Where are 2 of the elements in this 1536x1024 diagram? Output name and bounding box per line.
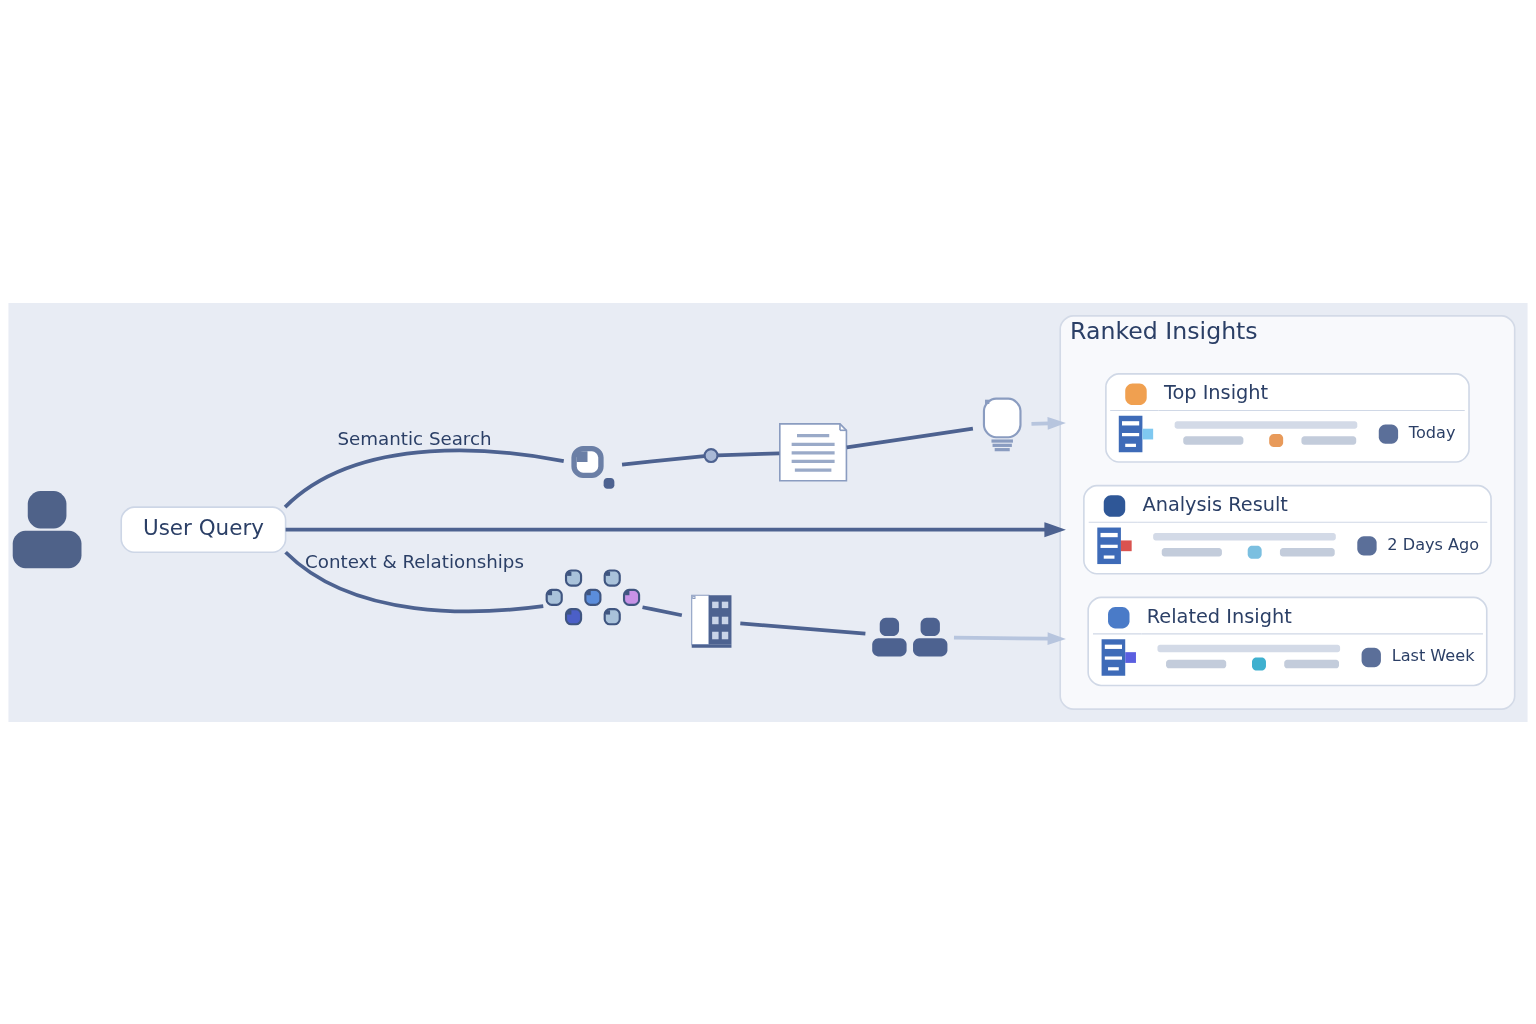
edge-label: Context & Relationships (305, 550, 524, 572)
edge-label: Semantic Search (337, 427, 492, 449)
